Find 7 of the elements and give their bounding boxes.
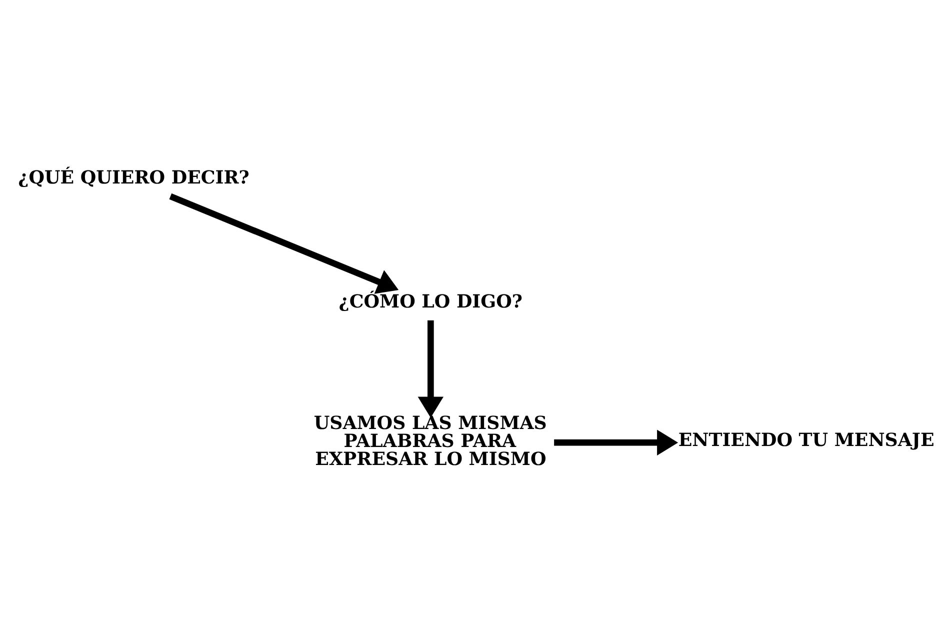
arrow — [418, 320, 444, 418]
node-text: ENTIENDO TU MENSAJE — [678, 430, 934, 451]
node-text: ¿QUÉ QUIERO DECIR? — [18, 167, 250, 188]
node-text: ¿CÓMO LO DIGO? — [338, 291, 523, 312]
node-text: USAMOS LAS MISMAS PALABRAS PARA EXPRESAR LO MISMO — [314, 412, 547, 470]
arrow — [169, 192, 399, 294]
arrow — [554, 429, 678, 455]
